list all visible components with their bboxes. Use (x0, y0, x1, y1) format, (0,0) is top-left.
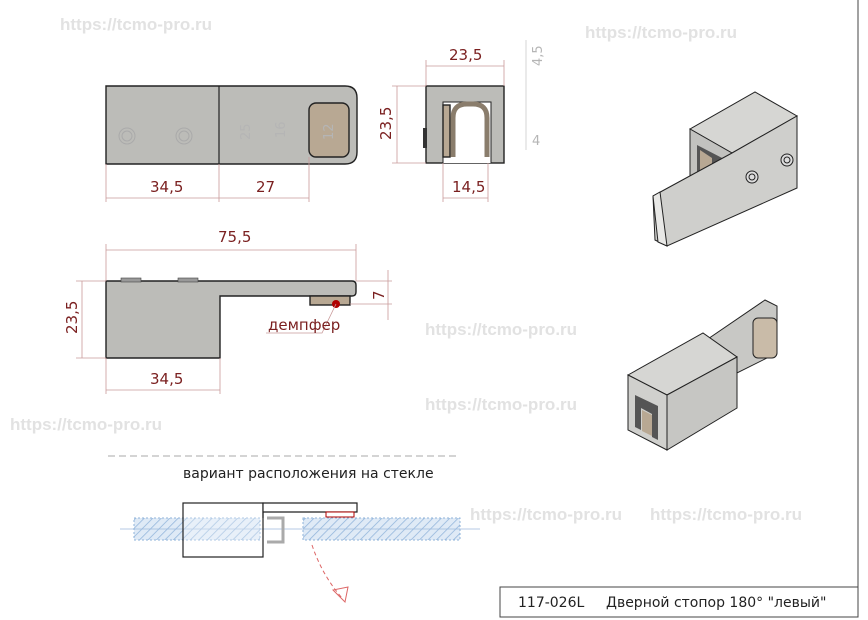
top-view: 25 16 12 34,5 27 (105, 85, 358, 202)
side-view: демпфер 75,5 23,5 34,5 7 (63, 228, 392, 394)
glass-caption: вариант расположения на стекле (183, 466, 434, 482)
damper-pad (308, 102, 350, 158)
dim-inner-b: 16 (274, 121, 289, 138)
drawing-code: 117-026L (518, 595, 584, 611)
dim-top-left: 34,5 (150, 178, 183, 196)
dim-inner-a: 25 (239, 123, 254, 140)
dim-side-body: 34,5 (150, 370, 183, 388)
title-block: 117-026L Дверной стопор 180° "левый" (499, 586, 859, 618)
watermark-layer: https://tcmo-pro.ru https://tcmo-pro.ru ht… (10, 15, 802, 524)
watermark-text: https://tcmo-pro.ru (10, 415, 162, 434)
dim-pad: 12 (322, 123, 337, 140)
glass-section: вариант расположения на стекле (108, 455, 480, 604)
end-view: 23,5 23,5 14,5 4,5 4 (377, 40, 546, 202)
dim-end-gap: 14,5 (452, 178, 485, 196)
watermark-text: https://tcmo-pro.ru (425, 395, 577, 414)
drawing-title: Дверной стопор 180° "левый" (606, 595, 826, 611)
dim-top-right: 27 (256, 178, 275, 196)
isometric-view-bottom (626, 299, 778, 451)
watermark-text: https://tcmo-pro.ru (585, 23, 737, 42)
watermark-text: https://tcmo-pro.ru (60, 15, 212, 34)
dim-end-width: 23,5 (449, 46, 482, 64)
dim-side-height: 23,5 (63, 301, 81, 334)
dim-end-top: 4,5 (531, 45, 546, 66)
damper-label: демпфер (268, 316, 340, 334)
watermark-text: https://tcmo-pro.ru (425, 320, 577, 339)
watermark-text: https://tcmo-pro.ru (470, 505, 622, 524)
dim-side-length: 75,5 (218, 228, 251, 246)
dim-end-height: 23,5 (377, 107, 395, 140)
dim-side-arm: 7 (370, 290, 388, 300)
iso-damper-pad (752, 317, 778, 359)
watermark-text: https://tcmo-pro.ru (650, 505, 802, 524)
dim-end-side: 4 (532, 134, 540, 149)
isometric-view-top (652, 91, 799, 247)
